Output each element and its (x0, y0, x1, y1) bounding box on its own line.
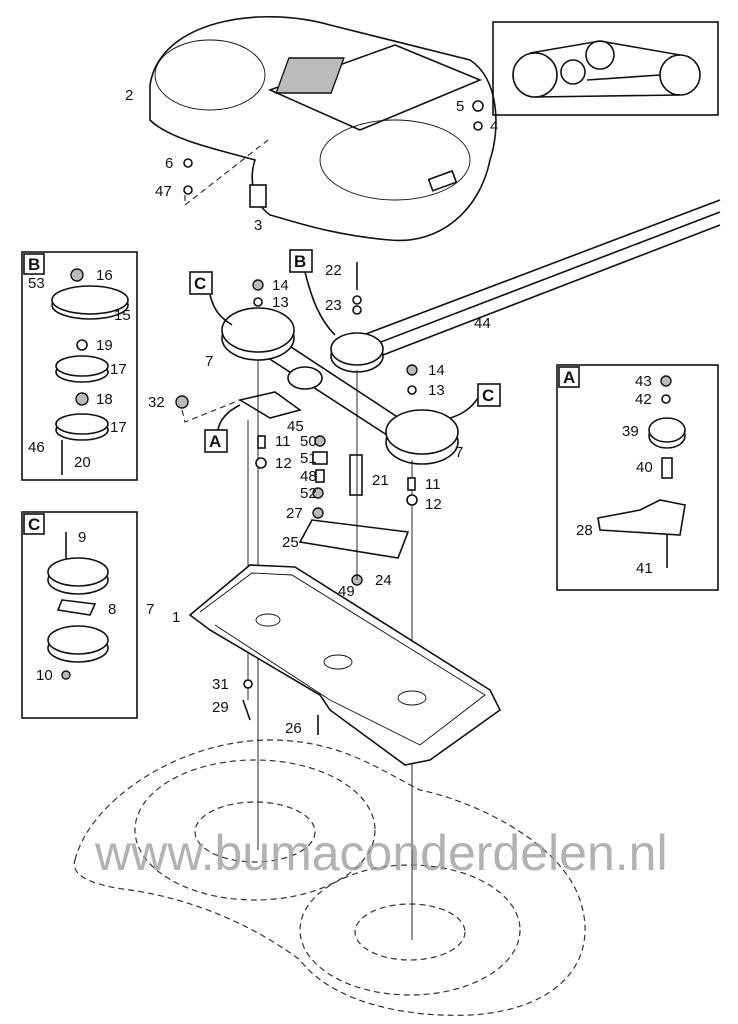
part-label: 40 (636, 459, 653, 476)
part-label: 23 (325, 297, 342, 314)
part-label: 53 (28, 275, 45, 292)
part-label: 19 (96, 337, 113, 354)
callout-b-left: B (23, 253, 45, 275)
part-label: 47 (155, 183, 172, 200)
part-label: 46 (28, 439, 45, 456)
svg-text:A: A (209, 432, 221, 451)
cover-screw-path (184, 139, 269, 207)
callout-b-main: B (289, 249, 313, 273)
mower-deck-outline (73, 739, 586, 1016)
part-label: 6 (165, 155, 173, 172)
svg-text:B: B (294, 252, 306, 271)
part-label: 5 (456, 98, 464, 115)
part-label: 14 (272, 277, 289, 294)
part-label: 29 (212, 699, 229, 716)
watermark: www.bumaconderdelen.nl (94, 825, 668, 881)
part-label: 13 (428, 382, 445, 399)
part-label: 41 (636, 560, 653, 577)
part-label: 4 (490, 118, 498, 135)
part-label: 10 (36, 667, 53, 684)
part-label: 51 (300, 450, 317, 467)
part-label: 27 (286, 505, 303, 522)
callout-c-main-right: C (477, 383, 501, 407)
part-label: 7 (455, 444, 463, 461)
part-label: 15 (114, 307, 131, 324)
part-label: 13 (272, 294, 289, 311)
part-label: 7 (205, 353, 213, 370)
part-label: 16 (96, 267, 113, 284)
detail-box-a (556, 364, 719, 591)
part-label: 1 (172, 609, 180, 626)
svg-text:A: A (563, 368, 575, 387)
part-label: 11 (275, 433, 291, 450)
part-label: 22 (325, 262, 342, 279)
part-label: 31 (212, 676, 229, 693)
part-labels: 2 5 4 6 47 3 53 16 15 19 17 18 17 46 20 … (28, 87, 653, 737)
part-label: 50 (300, 433, 317, 450)
part-label: 12 (275, 455, 292, 472)
part-label: 9 (78, 529, 86, 546)
part-label: 45 (287, 418, 304, 435)
part-label: 2 (125, 87, 133, 104)
detail-box-b (21, 251, 138, 481)
part-label: 32 (148, 394, 165, 411)
part-label: 48 (300, 468, 317, 485)
svg-text:B: B (28, 255, 40, 274)
part-label: 21 (372, 472, 389, 489)
part-label: 17 (110, 361, 127, 378)
part-label: 17 (110, 419, 127, 436)
part-label: 12 (425, 496, 442, 513)
part-label: 11 (425, 476, 441, 493)
callout-c-left: C (23, 513, 45, 535)
base-plate (188, 564, 502, 766)
part-label: 49 (338, 583, 355, 600)
part-label: 18 (96, 391, 113, 408)
part-label: 39 (622, 423, 639, 440)
part-label: 20 (74, 454, 91, 471)
part-label: 52 (300, 485, 317, 502)
detail-box-c (21, 511, 138, 719)
part-label: 44 (474, 315, 491, 332)
part-label: 3 (254, 217, 262, 234)
callout-a-right: A (558, 366, 580, 388)
part-label: 14 (428, 362, 445, 379)
part-label: 43 (635, 373, 652, 390)
part-label: 7 (146, 601, 154, 618)
belt-routing-inset (492, 21, 719, 116)
belt-cover (149, 15, 497, 242)
part-label: 8 (108, 601, 116, 618)
callout-a-main: A (204, 429, 228, 453)
svg-text:C: C (28, 515, 40, 534)
part-label: 24 (375, 572, 392, 589)
part-label: 26 (285, 720, 302, 737)
part-label: 42 (635, 391, 652, 408)
svg-text:C: C (482, 386, 494, 405)
part-label: 25 (282, 534, 299, 551)
callout-c-main: C (189, 271, 213, 295)
part-label: 28 (576, 522, 593, 539)
svg-text:C: C (194, 274, 206, 293)
